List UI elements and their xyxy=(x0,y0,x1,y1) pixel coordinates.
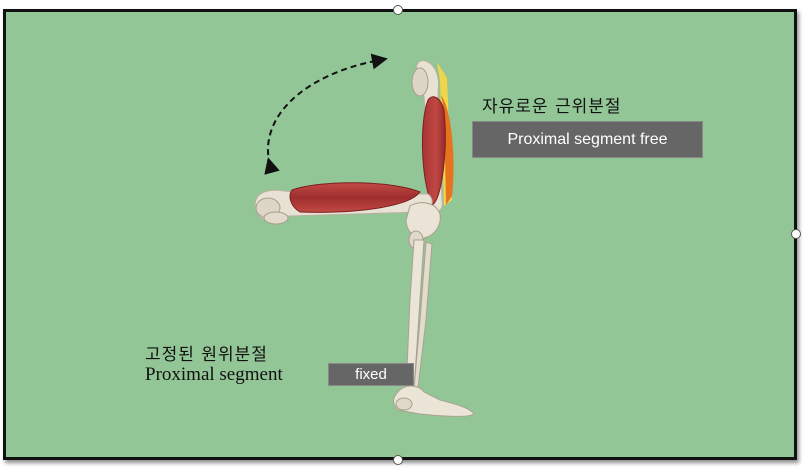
resize-handle-bottom[interactable] xyxy=(393,455,403,465)
lower-label-box: fixed xyxy=(328,363,414,386)
vertical-thigh xyxy=(411,60,454,213)
lower-caption-korean: 고정된 원위분절 xyxy=(145,345,268,365)
upper-label-box: Proximal segment free xyxy=(472,121,703,158)
horizontal-thigh xyxy=(254,182,433,225)
curved-double-arrow-icon xyxy=(264,53,388,175)
upper-caption-korean: 자유로운 근위분절 xyxy=(482,97,622,117)
resize-handle-right[interactable] xyxy=(791,229,801,239)
resize-handle-top[interactable] xyxy=(393,5,403,15)
lower-caption-english: Proximal segment xyxy=(145,364,283,385)
foot xyxy=(393,385,475,417)
